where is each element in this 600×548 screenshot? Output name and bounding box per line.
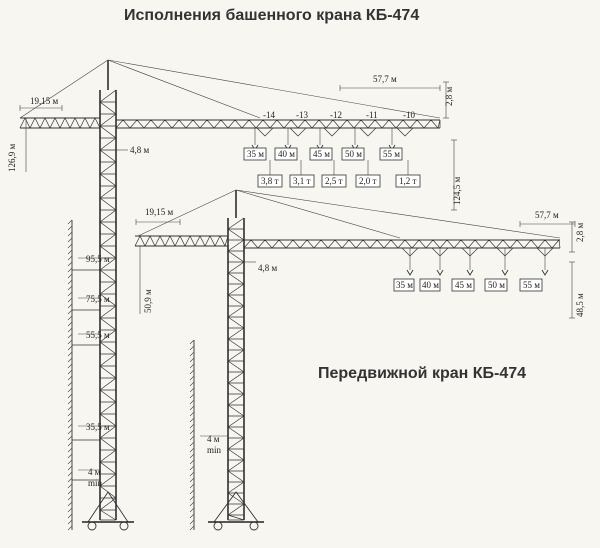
- load-box: [395, 174, 421, 188]
- mobile-offset-label: 4,8 м: [258, 263, 278, 273]
- reach-box: [519, 278, 543, 292]
- load-box: [257, 174, 283, 188]
- mobile-counter-jib-label: 19,15 м: [145, 207, 174, 217]
- mobile-hook-block: [501, 269, 509, 276]
- jib-section-mark: [359, 127, 377, 137]
- mobile-jib-length-label: 57,7 м: [535, 210, 559, 220]
- mobile-hook-drop-label: 2,8 м: [575, 223, 585, 243]
- mast-min-label: min: [88, 478, 103, 488]
- tower-base-legs: [87, 491, 129, 523]
- reach-box: [484, 278, 508, 292]
- load-box-label: 3,1 т: [293, 176, 311, 186]
- mobile-counter-jib-chords: [135, 235, 228, 247]
- tower-base-wheel: [119, 521, 129, 531]
- reach-box: [309, 147, 333, 161]
- reach-box: [379, 147, 403, 161]
- load-box-label: 2,5 т: [325, 176, 343, 186]
- reach-box: [451, 278, 475, 292]
- reach-box-label: 45 м: [455, 280, 472, 290]
- section-mark: -11: [366, 110, 378, 120]
- mobile-hook-block: [541, 269, 549, 276]
- reach-box-label: 50 м: [345, 149, 362, 159]
- reach-box-label: 55 м: [523, 280, 540, 290]
- tower-hook-drop-label: 2,8 м: [444, 87, 454, 107]
- tower-pendants: [19, 59, 441, 119]
- mobile-hook-block: [466, 269, 474, 276]
- mobile-pendants: [137, 189, 561, 239]
- jib-section-mark: [323, 127, 341, 137]
- mobile-wall-hatch: [189, 339, 195, 531]
- mobile-hook-block: [406, 269, 414, 276]
- tower-crane-title: Исполнения башенного крана КБ-474: [124, 7, 420, 24]
- tower-hook-height-label: 124,5 м: [452, 177, 462, 206]
- load-box-label: 3,8 т: [261, 176, 279, 186]
- mobile-mast-lattice: [227, 217, 245, 521]
- tower-offset-label: 4,8 м: [130, 145, 150, 155]
- mobile-mast-height-label: 4 м: [207, 434, 220, 444]
- mobile-base-wheel: [249, 521, 259, 531]
- mobile-top-height-label: 50,9 м: [143, 289, 153, 313]
- reach-box: [341, 147, 365, 161]
- reach-box-label: 40 м: [278, 149, 295, 159]
- load-box: [289, 174, 315, 188]
- load-box-label: 2,0 т: [359, 176, 377, 186]
- tower-counter-jib-label: 19,15 м: [30, 96, 59, 106]
- jib-section-mark: [396, 127, 414, 137]
- load-box: [355, 174, 381, 188]
- reach-box: [393, 278, 415, 292]
- tower-base-wheel: [87, 521, 97, 531]
- reach-box: [243, 147, 267, 161]
- tower-counter-jib-chords: [20, 117, 100, 129]
- mast-height-label: 4 м: [88, 467, 101, 477]
- mast-height-label: 55,5 м: [86, 330, 110, 340]
- jib-section-mark: [289, 127, 307, 137]
- section-mark: -14: [263, 110, 275, 120]
- section-mark: -13: [296, 110, 308, 120]
- reach-box-label: 55 м: [383, 149, 400, 159]
- reach-box-label: 40 м: [422, 280, 439, 290]
- load-box: [321, 174, 347, 188]
- reach-box: [419, 278, 441, 292]
- mast-height-label: 95,5 м: [86, 254, 110, 264]
- tower-main-jib-lattice: [115, 119, 441, 129]
- tower-main-jib-chords: [116, 119, 440, 129]
- mobile-base-wheel: [213, 521, 223, 531]
- crane-linework: [19, 59, 576, 531]
- mobile-counter-jib-lattice: [134, 235, 229, 247]
- tower-jib-length-label: 57,7 м: [373, 74, 397, 84]
- mobile-hook-height-label: 48,5 м: [575, 293, 585, 317]
- reach-box-label: 50 м: [488, 280, 505, 290]
- mast-height-label: 35,5 м: [86, 422, 110, 432]
- mobile-mast-chords: [227, 218, 245, 520]
- tower-mast-chords: [99, 90, 117, 520]
- tower-counter-jib-lattice: [19, 117, 101, 129]
- reach-box-label: 35 м: [247, 149, 264, 159]
- mobile-base-legs: [213, 491, 259, 523]
- section-mark: -10: [403, 110, 415, 120]
- tower-top-height-label: 126,9 м: [7, 144, 17, 173]
- mobile-hook-block: [436, 269, 444, 276]
- section-mark: -12: [330, 110, 342, 120]
- mobile-main-jib-chords: [244, 239, 560, 249]
- mobile-main-jib-lattice: [243, 239, 561, 249]
- load-box-label: 1,2 т: [399, 176, 417, 186]
- tower-mast-lattice: [99, 89, 117, 521]
- reach-box-label: 35 м: [396, 280, 413, 290]
- reach-box: [274, 147, 298, 161]
- tower-wall-hatch: [67, 219, 73, 531]
- jib-section-mark: [256, 127, 274, 137]
- mast-height-label: 75,5 м: [86, 294, 110, 304]
- reach-box-label: 45 м: [313, 149, 330, 159]
- mobile-crane-title: Передвижной кран КБ-474: [318, 365, 527, 382]
- mobile-mast-min-label: min: [207, 445, 222, 455]
